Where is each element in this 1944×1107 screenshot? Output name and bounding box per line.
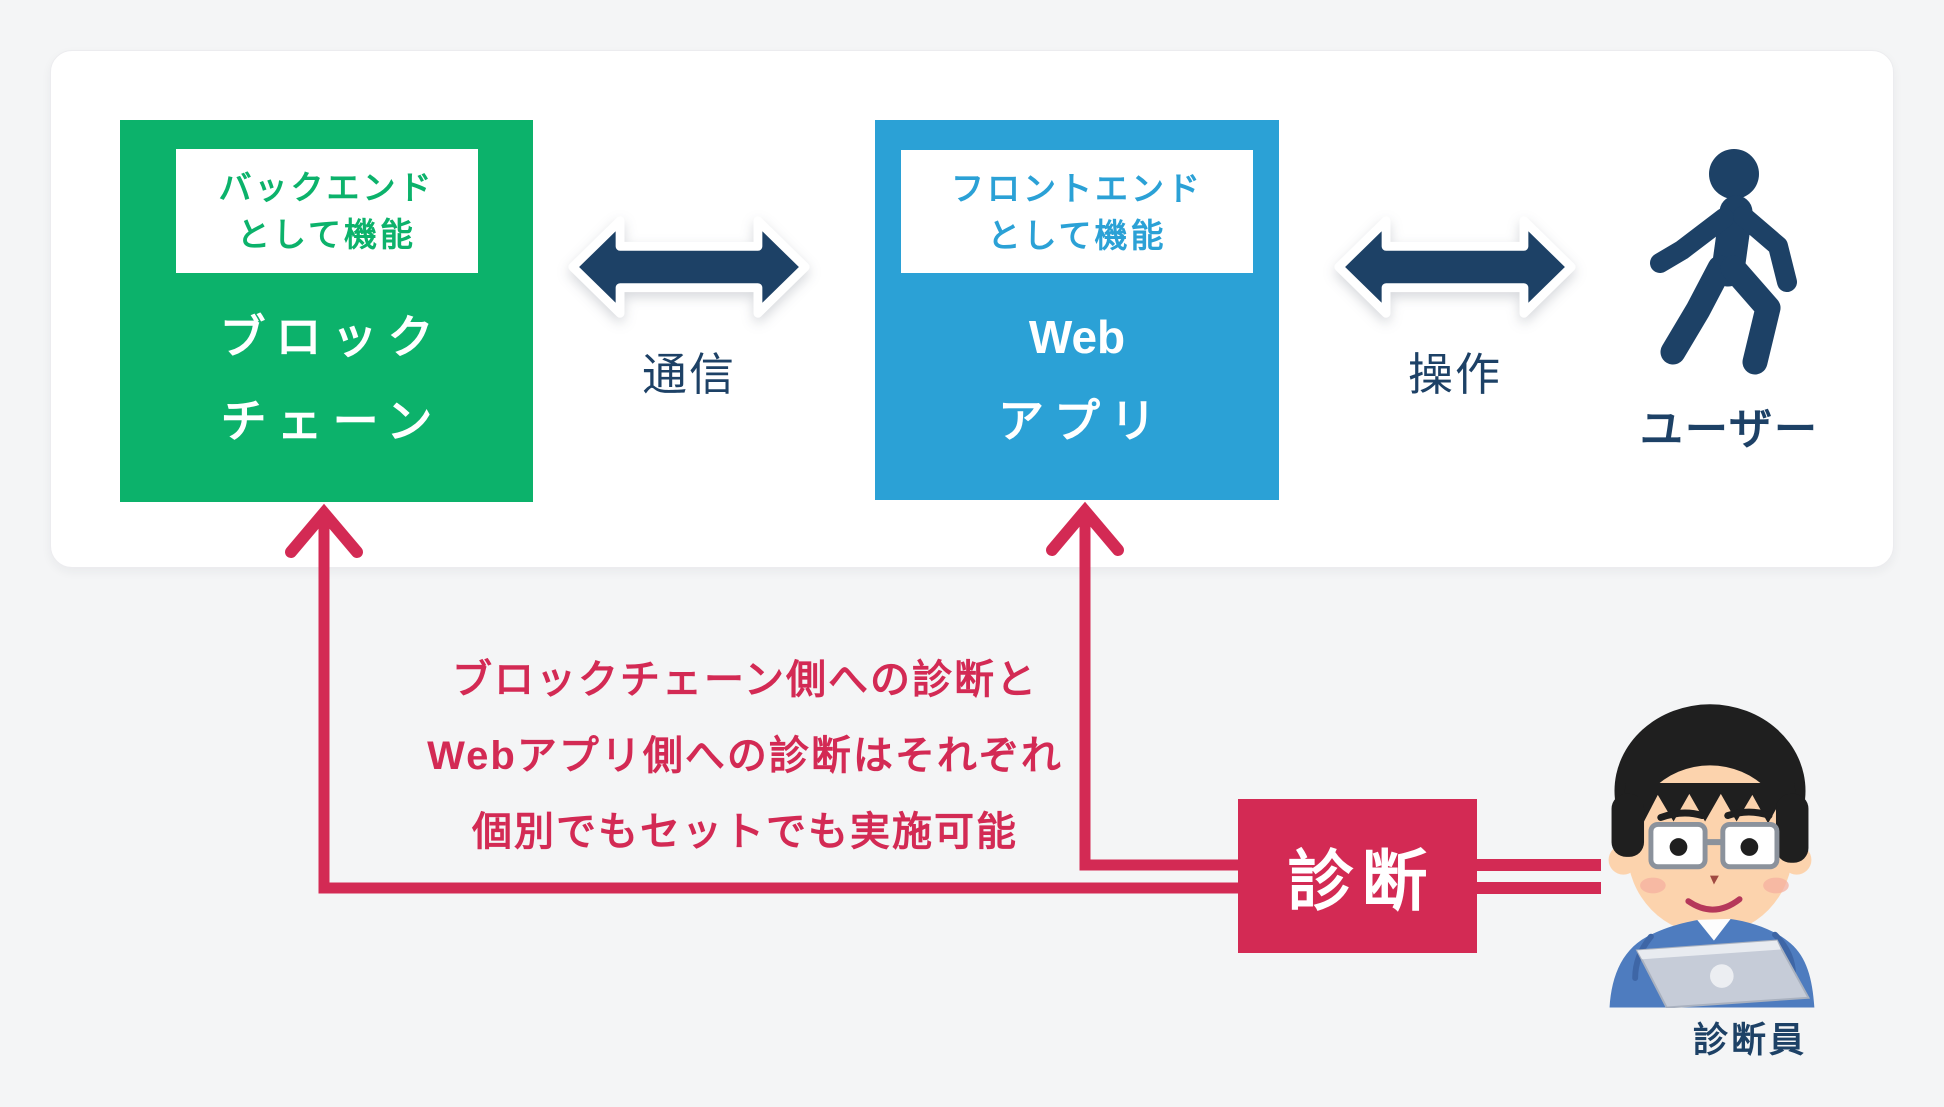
diagnosis-note: ブロックチェーン側への診断と Webアプリ側への診断はそれぞれ 個別でもセットで… [400, 642, 1090, 870]
diagnosis-note-line2: Webアプリ側への診断はそれぞれ [427, 734, 1063, 778]
double-arrow-icon [1334, 216, 1576, 318]
diagnosis-box: 診断 [1238, 799, 1477, 953]
blockchain-role-line1: バックエンド [218, 169, 435, 206]
diagnostician-label: 診断員 [1692, 1021, 1807, 1060]
double-arrow-icon [568, 216, 810, 318]
communication-label: 通信 [641, 349, 736, 400]
webapp-role-line2: として機能 [987, 216, 1167, 254]
webapp-box: フロントエンド として機能 Web アプリ [875, 120, 1279, 500]
webapp-title-line1: Web [1028, 311, 1126, 363]
webapp-title: Web アプリ [988, 295, 1166, 463]
blockchain-box: バックエンド として機能 ブロック チェーン [120, 120, 533, 502]
webapp-title-line2: アプリ [998, 395, 1166, 447]
diagnostician-illustration [1608, 704, 1815, 1008]
blockchain-role-line2: として機能 [236, 216, 416, 253]
blockchain-title-line1: ブロック [219, 311, 444, 363]
blockchain-title: ブロック チェーン [210, 295, 444, 463]
user-label: ユーザー [1639, 406, 1820, 454]
operation-label: 操作 [1407, 349, 1502, 400]
diagnosis-note-line1: ブロックチェーン側への診断と [452, 658, 1038, 702]
webapp-role-badge: フロントエンド として機能 [901, 150, 1253, 273]
walking-person-icon [1650, 149, 1797, 375]
webapp-role-line1: フロントエンド [951, 169, 1203, 207]
diagnosis-note-line3: 個別でもセットでも実施可能 [472, 810, 1018, 854]
blockchain-role-badge: バックエンド として機能 [175, 149, 478, 273]
blockchain-title-line2: チェーン [220, 395, 443, 447]
